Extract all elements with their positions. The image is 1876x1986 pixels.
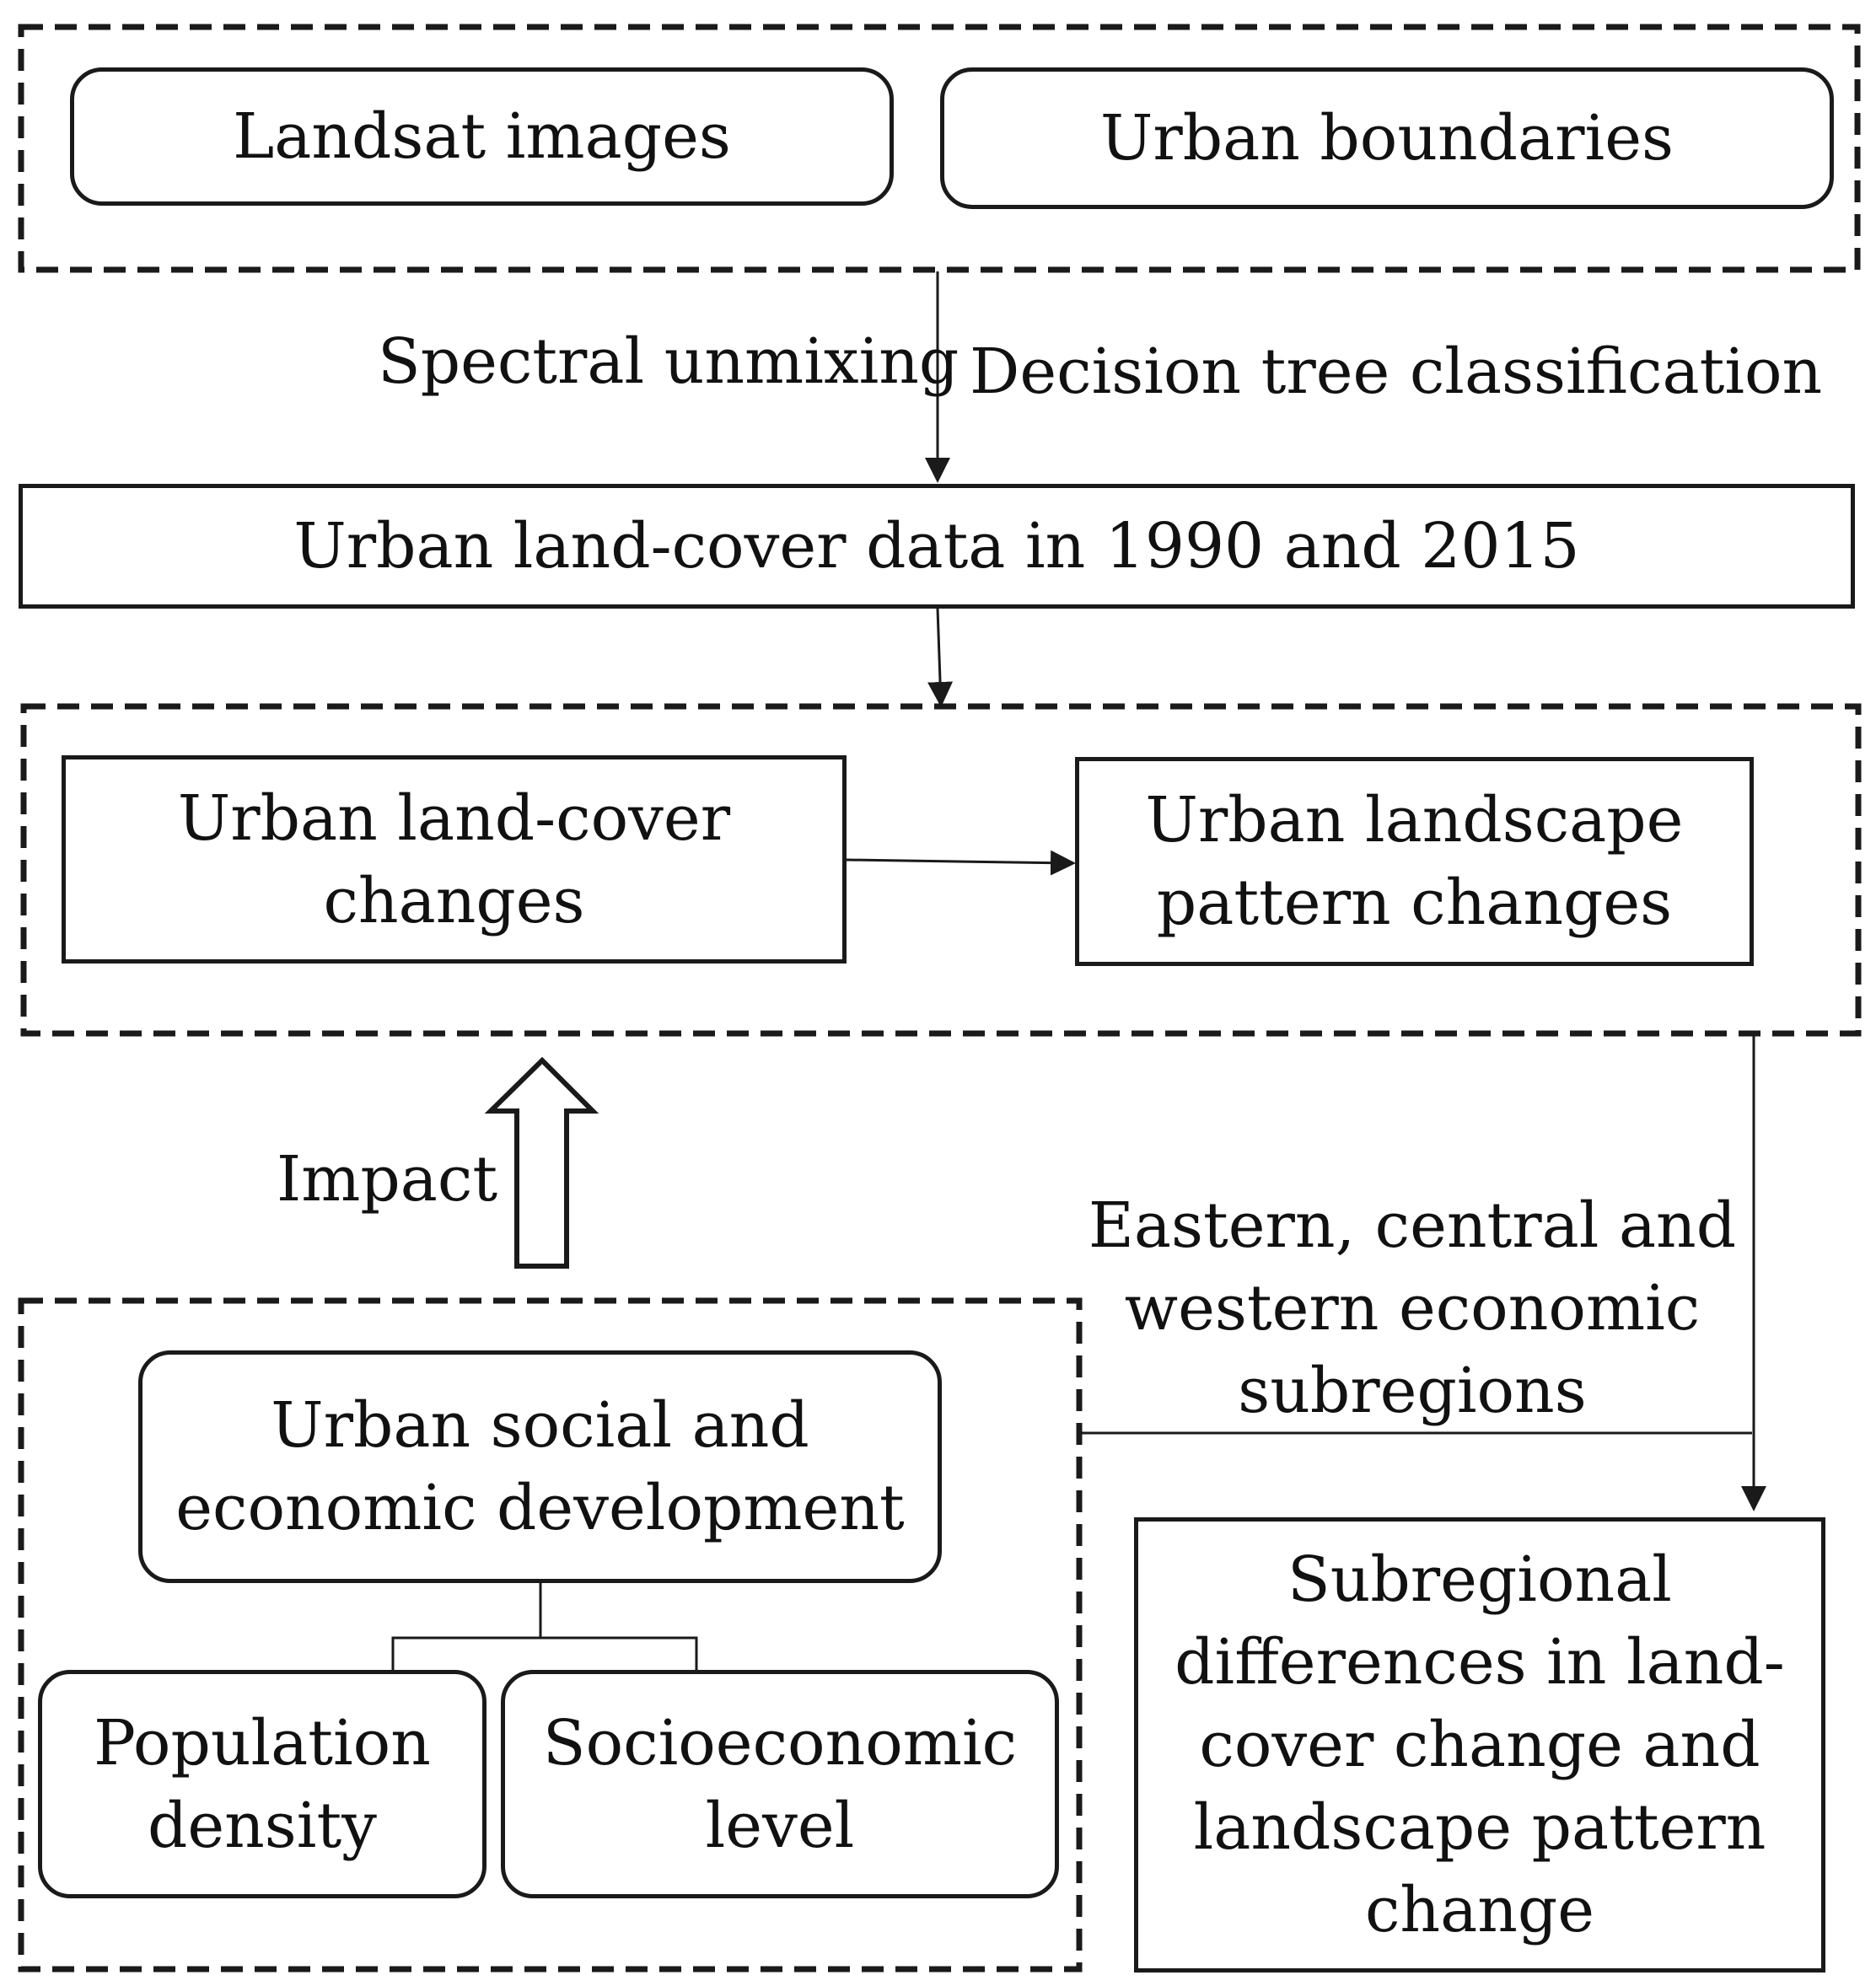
socio-group-frame: [18, 1297, 1083, 1973]
landcover-changes-line1: Urban land-cover: [177, 781, 731, 855]
result-line5: change: [1364, 1874, 1595, 1946]
arrow-landcover-to-landscape: [846, 850, 1076, 876]
decision-tree-label: Decision tree classification: [970, 335, 1823, 408]
result-line1: Subregional: [1287, 1543, 1672, 1616]
landcover-changes-box: Urban land-cover changes: [62, 755, 847, 963]
impact-arrow: [484, 1056, 599, 1269]
spectral-unmixing-label: Spectral unmixing: [378, 325, 960, 398]
socioeconomic-level-line1: Socioeconomic: [542, 1706, 1018, 1779]
population-density-line1: Population: [94, 1706, 431, 1779]
socio-development-box: Urban social and economic development: [138, 1350, 942, 1583]
socio-development-line1: Urban social and: [271, 1389, 809, 1462]
socio-tree-branch: [391, 1636, 698, 1670]
result-line2: differences in land-: [1175, 1626, 1785, 1699]
landsat-images-box: Landsat images: [70, 67, 894, 206]
arrow-data-to-changes: [927, 608, 954, 707]
result-line4: landscape pattern: [1193, 1791, 1766, 1864]
landscape-pattern-box: Urban landscape pattern changes: [1075, 757, 1754, 966]
landscape-pattern-line2: pattern changes: [1156, 867, 1673, 939]
landsat-images-label: Landsat images: [233, 100, 731, 173]
result-line3: cover change and: [1199, 1709, 1760, 1781]
population-density-box: Population density: [38, 1670, 486, 1898]
socio-development-line2: economic development: [175, 1472, 905, 1544]
landcover-data-box: Urban land-cover data in 1990 and 2015: [19, 484, 1855, 609]
subregions-line1: Eastern, central and: [1088, 1189, 1737, 1262]
subregions-line2: western economic: [1124, 1272, 1701, 1345]
urban-boundaries-label: Urban boundaries: [1100, 102, 1674, 174]
impact-label: Impact: [277, 1143, 498, 1216]
landcover-data-label: Urban land-cover data in 1990 and 2015: [293, 510, 1580, 582]
urban-boundaries-box: Urban boundaries: [940, 67, 1834, 209]
population-density-line2: density: [147, 1789, 377, 1862]
subregions-line3: subregions: [1238, 1355, 1587, 1427]
landcover-changes-line2: changes: [323, 864, 585, 937]
landscape-pattern-line1: Urban landscape: [1145, 784, 1684, 856]
socioeconomic-level-box: Socioeconomic level: [501, 1670, 1059, 1898]
subregional-differences-box: Subregional differences in land- cover c…: [1134, 1517, 1825, 1973]
socioeconomic-level-line2: level: [705, 1789, 855, 1862]
subregions-label: Eastern, central and western economic su…: [1088, 1184, 1737, 1432]
input-group-frame: [18, 24, 1861, 273]
